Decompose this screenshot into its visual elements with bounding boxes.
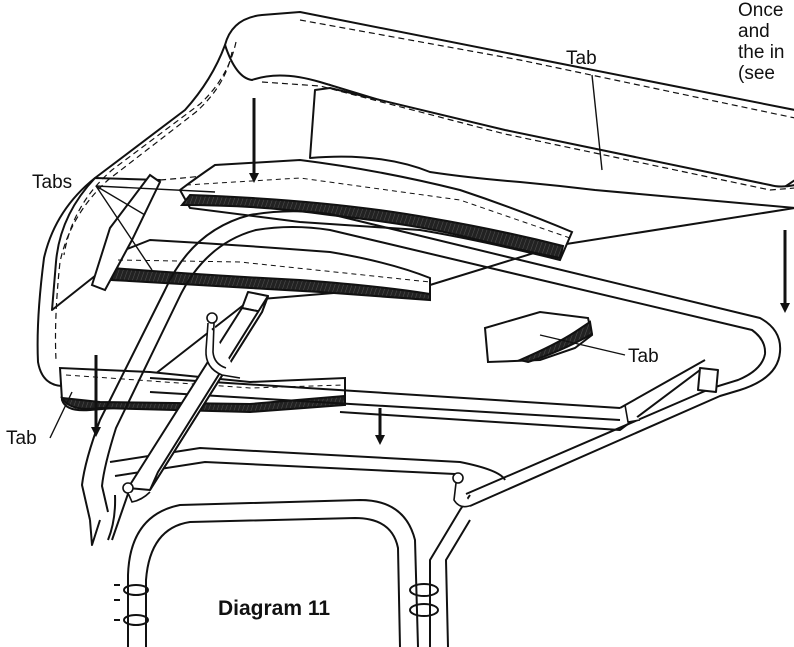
leader-lines: [49, 74, 626, 439]
tabs: [58, 158, 594, 414]
note-line-1: Once: [738, 0, 784, 21]
label-tab-right: Tab: [628, 346, 659, 367]
leader-tab-right: [539, 334, 626, 356]
note-line-4: (see: [738, 63, 775, 84]
note-line-3: the in: [738, 42, 785, 63]
hardware: [122, 312, 641, 508]
leader-tabs-1: [95, 185, 216, 193]
stitching: [54, 19, 794, 361]
label-tabs: Tabs: [32, 172, 73, 193]
tab-stitching: [65, 177, 571, 389]
label-tab-bottom-left: Tab: [6, 428, 37, 449]
leader-tabs-3: [95, 185, 153, 271]
leader-tabs-2: [95, 185, 146, 216]
square-bar: [127, 291, 719, 491]
arrows: [91, 98, 790, 445]
diagram-caption: Diagram 11: [218, 597, 331, 620]
leader-tab-top: [591, 74, 603, 171]
rear-posts: [114, 494, 471, 647]
instruction-note: Once and the in (see: [738, 0, 784, 84]
note-line-2: and: [738, 21, 770, 42]
label-tab-top: Tab: [566, 48, 597, 69]
leader-tab-bottom-left: [49, 391, 73, 439]
